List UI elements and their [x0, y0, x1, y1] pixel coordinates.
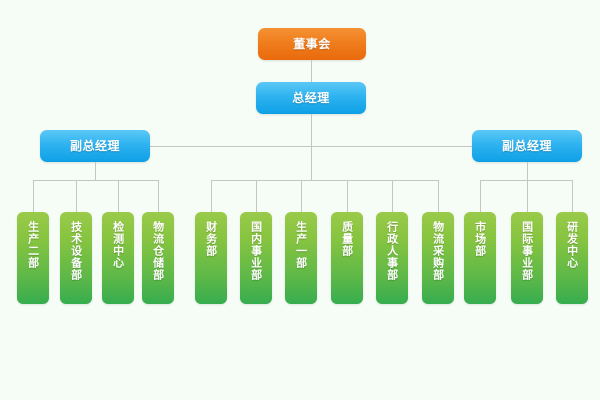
node-department-quality[interactable]: 质量部 [331, 212, 363, 304]
node-label-department-production-1: 生产一部 [294, 221, 308, 269]
node-label-department-rd-center: 研发中心 [565, 221, 579, 269]
node-label-department-logistics-procurement: 物流采购部 [431, 221, 445, 281]
node-label-general-manager: 总经理 [292, 90, 330, 105]
connector-right-drop-2 [527, 180, 528, 212]
connector-right-drop-3 [572, 180, 573, 212]
node-label-department-production-2: 生产二部 [26, 221, 40, 269]
connector-center-group-bus [211, 180, 438, 181]
node-deputy-general-manager-left[interactable]: 副总经理 [40, 130, 150, 162]
node-department-domestic-business[interactable]: 国内事业部 [240, 212, 272, 304]
node-department-admin-hr[interactable]: 行政人事部 [376, 212, 408, 304]
connector-gm-to-center-bus [311, 146, 312, 180]
node-general-manager[interactable]: 总经理 [256, 82, 366, 114]
connector-left-drop-3 [118, 180, 119, 212]
node-label-department-logistics-warehousing: 物流仓储部 [151, 221, 165, 281]
node-label-deputy-general-manager-right: 副总经理 [501, 138, 552, 153]
node-department-rd-center[interactable]: 研发中心 [556, 212, 588, 304]
node-department-logistics-warehousing[interactable]: 物流仓储部 [142, 212, 174, 304]
connector-gm-down [311, 114, 312, 146]
connector-center-drop-1 [211, 180, 212, 212]
connector-deputy-right-down [527, 162, 528, 180]
node-label-department-quality: 质量部 [340, 221, 354, 257]
node-department-marketing[interactable]: 市场部 [464, 212, 496, 304]
node-department-logistics-procurement[interactable]: 物流采购部 [422, 212, 454, 304]
node-department-finance[interactable]: 财务部 [195, 212, 227, 304]
node-department-production-1[interactable]: 生产一部 [285, 212, 317, 304]
connector-center-drop-3 [301, 180, 302, 212]
connector-center-drop-2 [256, 180, 257, 212]
connector-right-drop-1 [480, 180, 481, 212]
connector-center-drop-6 [438, 180, 439, 212]
connector-center-drop-5 [392, 180, 393, 212]
node-label-department-marketing: 市场部 [473, 221, 487, 257]
node-department-production-2[interactable]: 生产二部 [17, 212, 49, 304]
connector-right-group-bus [480, 180, 572, 181]
connector-left-drop-2 [76, 180, 77, 212]
node-label-department-technical-equipment: 技术设备部 [69, 221, 83, 281]
node-department-technical-equipment[interactable]: 技术设备部 [60, 212, 92, 304]
node-label-department-finance: 财务部 [204, 221, 218, 257]
node-department-international-business[interactable]: 国际事业部 [511, 212, 543, 304]
node-label-department-international-business: 国际事业部 [520, 221, 534, 281]
connector-deputy-left-down [95, 162, 96, 180]
node-department-testing-center[interactable]: 检测中心 [102, 212, 134, 304]
node-label-department-testing-center: 检测中心 [111, 221, 125, 269]
node-deputy-general-manager-right[interactable]: 副总经理 [472, 130, 582, 162]
connector-left-group-bus [33, 180, 158, 181]
node-label-board-of-directors: 董事会 [293, 36, 331, 51]
connector-left-drop-4 [158, 180, 159, 212]
connector-center-drop-4 [347, 180, 348, 212]
connector-board-to-gm [311, 60, 312, 82]
node-label-department-domestic-business: 国内事业部 [249, 221, 263, 281]
connector-left-drop-1 [33, 180, 34, 212]
node-board-of-directors[interactable]: 董事会 [258, 28, 366, 60]
node-label-deputy-general-manager-left: 副总经理 [69, 138, 120, 153]
node-label-department-admin-hr: 行政人事部 [385, 221, 399, 281]
